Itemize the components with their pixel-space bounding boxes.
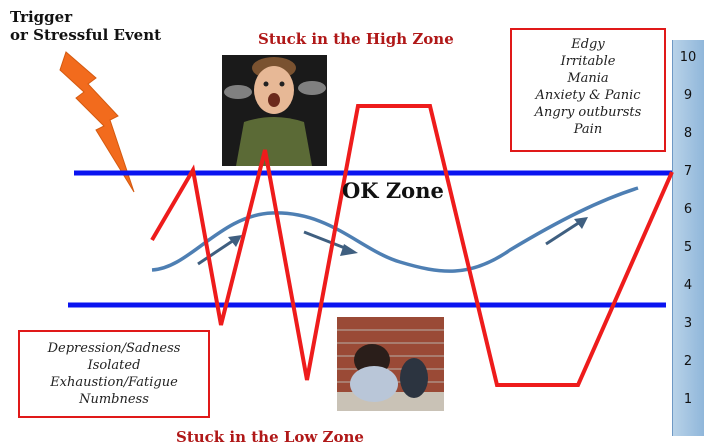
low-symptom: Isolated [87,358,141,373]
high-symptom: Irritable [560,54,616,69]
regulated-wave-line [151,186,639,273]
trend-arrow-icon [303,230,358,256]
low-zone-symptoms-box: Depression/Sadness Isolated Exhaustion/F… [18,330,210,418]
scale-tick: 6 [683,202,693,217]
high-symptom: Pain [573,122,603,137]
lightning-bolt-icon [59,51,135,193]
trigger-line-2: or Stressful Event [10,26,162,44]
angry-boy-photo [222,55,327,166]
scale-tick: 5 [683,240,693,255]
sad-girl-photo [337,317,444,411]
high-zone-symptoms-box: Edgy Irritable Mania Anxiety & Panic Ang… [510,28,666,152]
dysregulated-zigzag-line [150,104,674,387]
high-symptom: Angry outbursts [534,105,642,120]
high-zone-title: Stuck in the High Zone [258,30,454,48]
scale-tick: 8 [683,126,693,141]
ok-zone-label: OK Zone [342,178,444,203]
scale-tick: 7 [683,164,693,179]
trigger-label: Trigger or Stressful Event [10,8,161,44]
high-symptom: Edgy [571,37,605,52]
trend-arrow-icon [197,235,242,266]
trigger-line-1: Trigger [10,8,73,26]
low-symptom: Depression/Sadness [47,341,181,356]
trend-arrow-icon [545,217,588,246]
scale-tick: 2 [683,354,693,369]
intensity-scale [672,40,704,436]
scale-tick: 3 [683,316,693,331]
low-zone-title: Stuck in the Low Zone [176,428,364,446]
scale-tick: 9 [683,88,693,103]
scale-tick: 10 [679,50,697,65]
low-symptom: Numbness [79,392,149,407]
high-symptom: Anxiety & Panic [535,88,641,103]
scale-tick: 4 [683,278,693,293]
low-symptom: Exhaustion/Fatigue [50,375,178,390]
high-symptom: Mania [567,71,609,86]
scale-tick: 1 [683,392,693,407]
